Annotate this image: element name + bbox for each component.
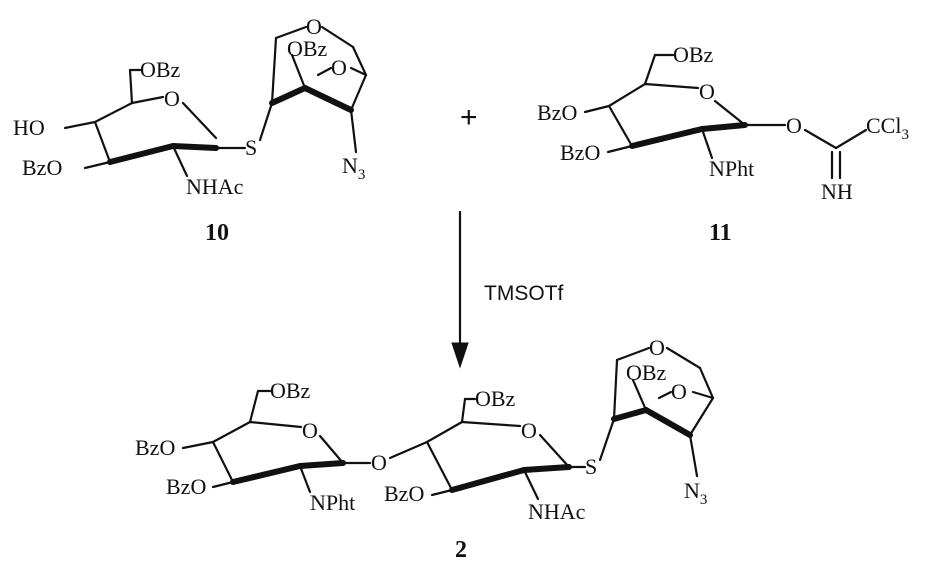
- c2-b-obz-label: OBz: [475, 386, 516, 411]
- reaction-arrow: TMSOTf: [451, 210, 563, 369]
- c2-anh-o2-label: O: [671, 379, 687, 404]
- c2-b-bzo3-label: BzO: [384, 481, 424, 506]
- c10-anh-o1-label: O: [306, 14, 322, 39]
- c2-anh-o1-label: O: [649, 335, 665, 360]
- c2-link-o-label: O: [371, 450, 387, 475]
- c2-b-nhac-label: NHAc: [528, 499, 586, 524]
- c2-anh-obz-label: OBz: [626, 360, 667, 385]
- c10-obz6-label: OBz: [140, 57, 181, 82]
- c11-ccl3-label: CCl3: [866, 113, 909, 143]
- c11-bzo3-label: BzO: [560, 140, 600, 165]
- c10-n3-label: N3: [342, 153, 365, 183]
- c10-s-label: S: [245, 135, 257, 160]
- c10-anh-obz-label: OBz: [287, 36, 328, 61]
- c11-npht-label: NPht: [709, 156, 754, 181]
- c10-bzo-label: BzO: [22, 155, 62, 180]
- compound-2-number: 2: [455, 537, 467, 563]
- c11-obz6-label: OBz: [673, 42, 714, 67]
- c2-s-label: S: [585, 454, 597, 479]
- c11-ring-o-label: O: [699, 79, 715, 104]
- c2-a-obz-label: OBz: [270, 378, 311, 403]
- c11-link-o-label: O: [786, 113, 802, 138]
- reagent-label: TMSOTf: [484, 282, 563, 305]
- c2-n3-label: N3: [684, 478, 707, 508]
- c2-b-ring-o-label: O: [521, 418, 537, 443]
- c10-ho-label: HO: [13, 115, 45, 140]
- compound-11: OBz BzO BzO O NPht O CCl3 NH 11: [537, 42, 909, 246]
- compound-2: OBz BzO BzO O NPht O OBz O BzO NHAc S O …: [135, 335, 715, 563]
- c10-nhac-label: NHAc: [186, 174, 244, 199]
- c10-anh-o2-label: O: [331, 55, 347, 80]
- c10-ring-o-label: O: [164, 86, 180, 111]
- compound-11-number: 11: [709, 220, 732, 246]
- plus-sign: +: [460, 101, 478, 134]
- compound-10: OBz HO BzO O NHAc S O OBz O N3 10: [13, 14, 368, 246]
- c2-a-bzo4-label: BzO: [135, 435, 175, 460]
- c11-nh-label: NH: [821, 179, 853, 204]
- c2-a-npht-label: NPht: [310, 490, 355, 515]
- compound-10-number: 10: [205, 220, 229, 246]
- c2-a-ring-o-label: O: [302, 418, 318, 443]
- c11-bzo4-label: BzO: [537, 100, 577, 125]
- c2-a-bzo3-label: BzO: [166, 474, 206, 499]
